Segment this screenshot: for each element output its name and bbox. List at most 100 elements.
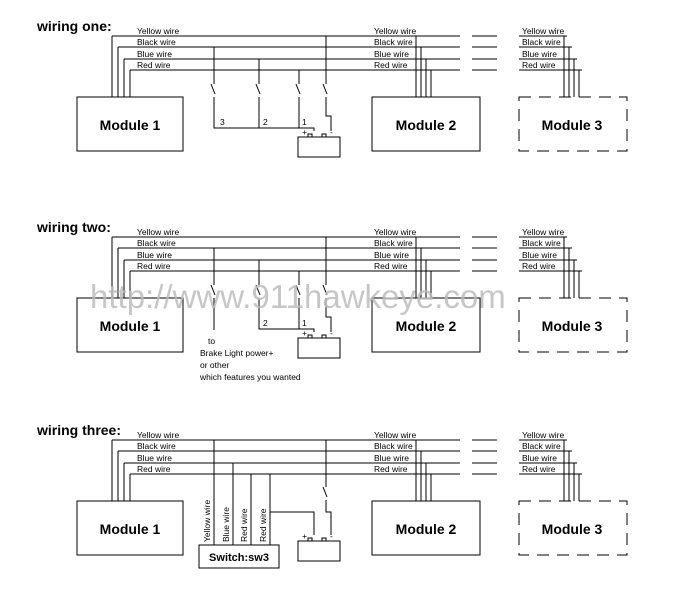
switch-box-wire-label: Red wire <box>258 508 268 542</box>
switch-box-wire-label: Blue wire <box>221 507 231 542</box>
wire-label-module1: Blue wire <box>137 250 172 260</box>
wire-label-module2: Black wire <box>374 238 413 248</box>
battery-body <box>297 136 341 158</box>
battery-plus-label: + <box>302 127 307 137</box>
section-heading: wiring three: <box>36 422 121 438</box>
wire-label-module3: Yellow wire <box>522 26 564 36</box>
wire-label-module3: Blue wire <box>522 49 557 59</box>
switch-return-1 <box>298 298 315 332</box>
switch-return-2 <box>258 298 300 330</box>
note-line: Brake Light power+ <box>200 348 274 358</box>
wire-label-module1: Red wire <box>137 261 171 271</box>
wire-label-module3: Red wire <box>522 60 556 70</box>
battery-terminal-positive <box>307 334 313 339</box>
switch-box-label: Switch:sw3 <box>209 552 269 564</box>
module-2: Module 2 <box>371 500 481 556</box>
section-heading: wiring one: <box>36 18 112 34</box>
battery-body <box>297 337 341 359</box>
module-1: Module 1 <box>76 500 184 556</box>
switch <box>322 284 328 296</box>
module-1-label: Module 1 <box>100 521 161 537</box>
wire-label-module1: Yellow wire <box>137 26 179 36</box>
module-1-label: Module 1 <box>100 318 161 334</box>
module-3-box <box>518 297 628 353</box>
switch-lever <box>255 83 261 95</box>
module-2: Module 2 <box>371 297 481 353</box>
wire-label-module3: Blue wire <box>522 453 557 463</box>
module-2: Module 2 <box>371 96 481 152</box>
module-2-box <box>371 96 481 152</box>
switch-lever <box>295 284 301 296</box>
battery-body <box>297 540 341 562</box>
battery: +- <box>297 531 341 562</box>
wire-label-module2: Black wire <box>374 37 413 47</box>
wire-label-module2: Blue wire <box>374 250 409 260</box>
switch <box>210 83 216 95</box>
module-2-label: Module 2 <box>396 521 457 537</box>
wire-label-module3: Red wire <box>522 261 556 271</box>
section-wiring-one: wiring one: Yellow wire Yellow wire Yellow … <box>36 18 628 158</box>
module-2-box <box>371 297 481 353</box>
wire-label-module3: Yellow wire <box>522 430 564 440</box>
switch-lever <box>322 83 328 95</box>
module-2-label: Module 2 <box>396 318 457 334</box>
module-3-box <box>518 500 628 556</box>
module-3: Module 3 <box>518 297 628 353</box>
switch-lever <box>295 83 301 95</box>
wire-label-module1: Red wire <box>137 464 171 474</box>
module-3-box <box>518 96 628 152</box>
note-line: to <box>208 336 215 346</box>
switch <box>322 486 328 498</box>
switch-return-1 <box>298 97 315 131</box>
switch <box>322 83 328 95</box>
wire-label-module2: Blue wire <box>374 49 409 59</box>
battery-terminal-positive <box>307 133 313 138</box>
module-1-box <box>76 96 184 152</box>
switch <box>210 284 216 296</box>
wire-label-module1: Black wire <box>137 441 176 451</box>
switch-lever <box>210 83 216 95</box>
module-2-box <box>371 500 481 556</box>
ground-wire <box>325 500 332 535</box>
battery-terminal-negative <box>321 537 327 542</box>
battery-minus-label: - <box>330 328 333 338</box>
wire-label-module3: Yellow wire <box>522 227 564 237</box>
battery: +- <box>297 328 341 359</box>
battery-terminal-negative <box>321 133 327 138</box>
battery-terminal-negative <box>321 334 327 339</box>
module-2-label: Module 2 <box>396 117 457 133</box>
module-3: Module 3 <box>518 96 628 152</box>
wire-label-module3: Blue wire <box>522 250 557 260</box>
switch-return-3 <box>213 97 300 129</box>
battery-minus-label: - <box>330 531 333 541</box>
switch <box>295 284 301 296</box>
switch <box>255 83 261 95</box>
module-3: Module 3 <box>518 500 628 556</box>
switch <box>255 284 261 296</box>
wire-label-module1: Yellow wire <box>137 227 179 237</box>
wire-label-module1: Black wire <box>137 238 176 248</box>
battery-plus-label: + <box>302 328 307 338</box>
wire-label-module1: Blue wire <box>137 49 172 59</box>
wire-label-module3: Black wire <box>522 238 561 248</box>
module-3-label: Module 3 <box>542 318 603 334</box>
wire-label-module2: Red wire <box>374 261 408 271</box>
wire-label-module1: Black wire <box>137 37 176 47</box>
battery-minus-label: - <box>330 127 333 137</box>
wire-label-module1: Yellow wire <box>137 430 179 440</box>
ground-wire <box>325 298 332 332</box>
switch-number-1: 1 <box>302 117 307 127</box>
switch-lever <box>322 284 328 296</box>
module-1-label: Module 1 <box>100 117 161 133</box>
wire-label-module3: Red wire <box>522 464 556 474</box>
switch-box-wire-label: Red wire <box>239 508 249 542</box>
switch-lever <box>322 486 328 498</box>
wire-label-module3: Black wire <box>522 37 561 47</box>
switch-lever <box>210 284 216 296</box>
wire-label-module1: Blue wire <box>137 453 172 463</box>
module-3-label: Module 3 <box>542 117 603 133</box>
wire-label-module2: Yellow wire <box>374 26 416 36</box>
watermark-text: http://www.911hawkeye.com <box>90 278 506 315</box>
note-line: or other <box>200 360 229 370</box>
